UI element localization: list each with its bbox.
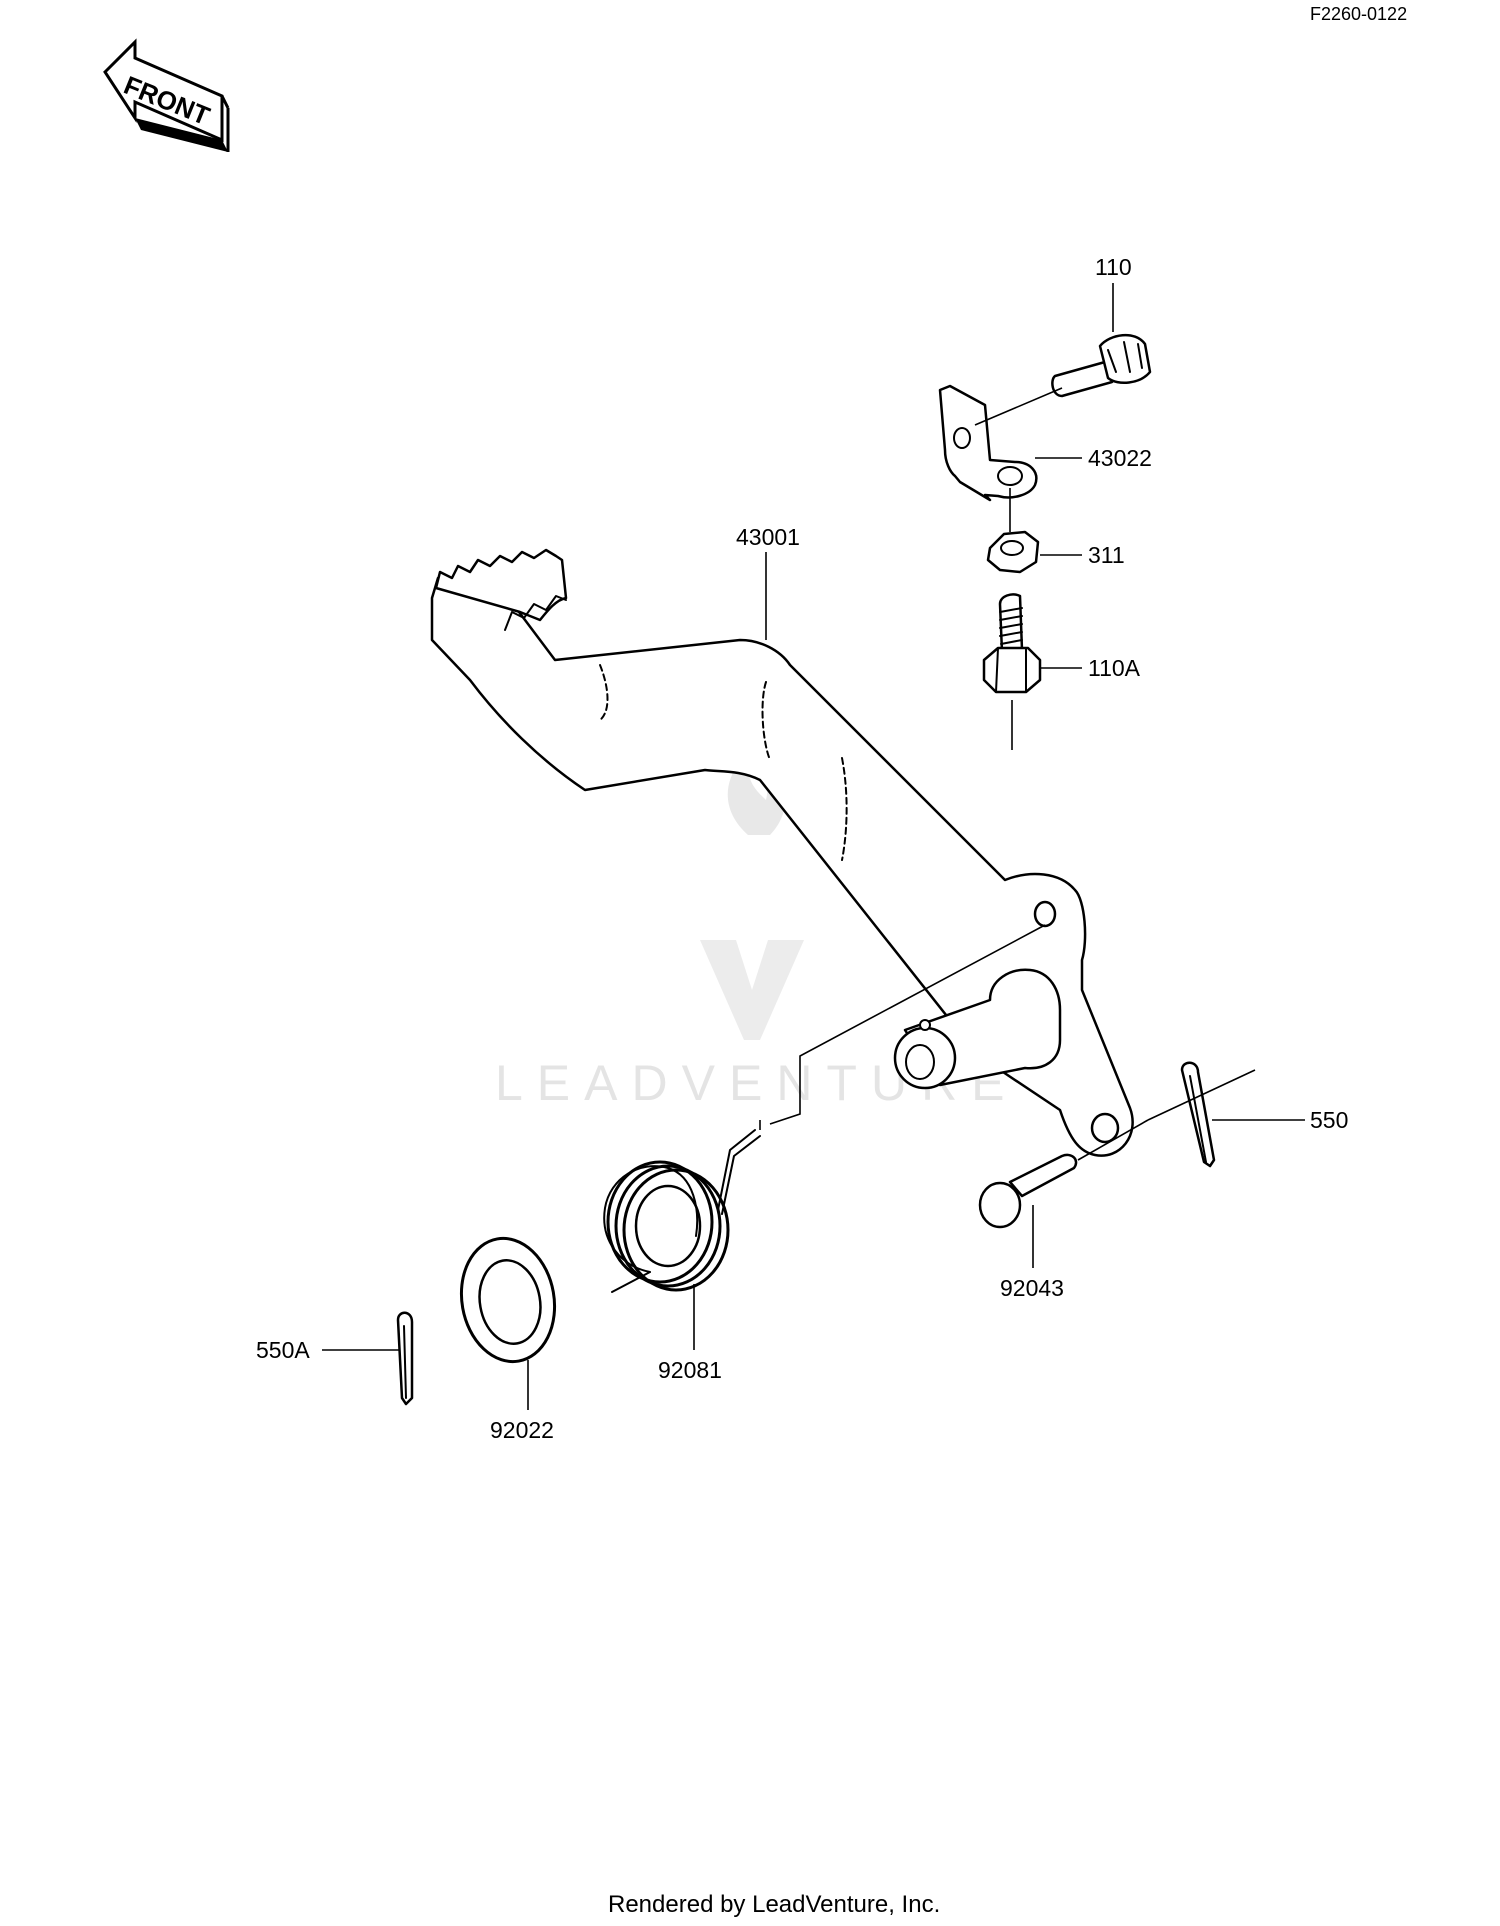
callout-92081: 92081 <box>658 1357 722 1383</box>
callout-43001: 43001 <box>736 524 800 550</box>
callout-92043: 92043 <box>1000 1275 1064 1301</box>
cotter-pin-550-part <box>1180 1061 1216 1168</box>
bolt-110-part <box>1051 334 1152 398</box>
clevis-pin-92043-part <box>978 1153 1078 1229</box>
washer-92022-part <box>459 1236 557 1364</box>
cotter-pin-550a-part <box>396 1311 414 1406</box>
bolt-110a-part <box>982 593 1042 750</box>
footer-credit: Rendered by LeadVenture, Inc. <box>608 1891 940 1918</box>
leader-lines <box>322 283 1305 1410</box>
bracket-43022-part <box>938 384 1038 502</box>
callout-43022: 43022 <box>1088 445 1152 471</box>
spring-92081-part <box>603 1120 761 1293</box>
brake-pedal-part <box>430 548 1134 1157</box>
diagram-ref-code: F2260-0122 <box>1310 4 1407 24</box>
callout-110: 110 <box>1095 254 1132 280</box>
callout-110a: 110A <box>1088 655 1141 681</box>
callout-311: 311 <box>1088 542 1125 568</box>
callout-550a: 550A <box>256 1337 310 1363</box>
callout-92022: 92022 <box>490 1417 554 1443</box>
callout-550: 550 <box>1310 1107 1348 1133</box>
nut-311-part <box>986 530 1040 574</box>
front-arrow-icon: FRONT <box>103 38 230 152</box>
